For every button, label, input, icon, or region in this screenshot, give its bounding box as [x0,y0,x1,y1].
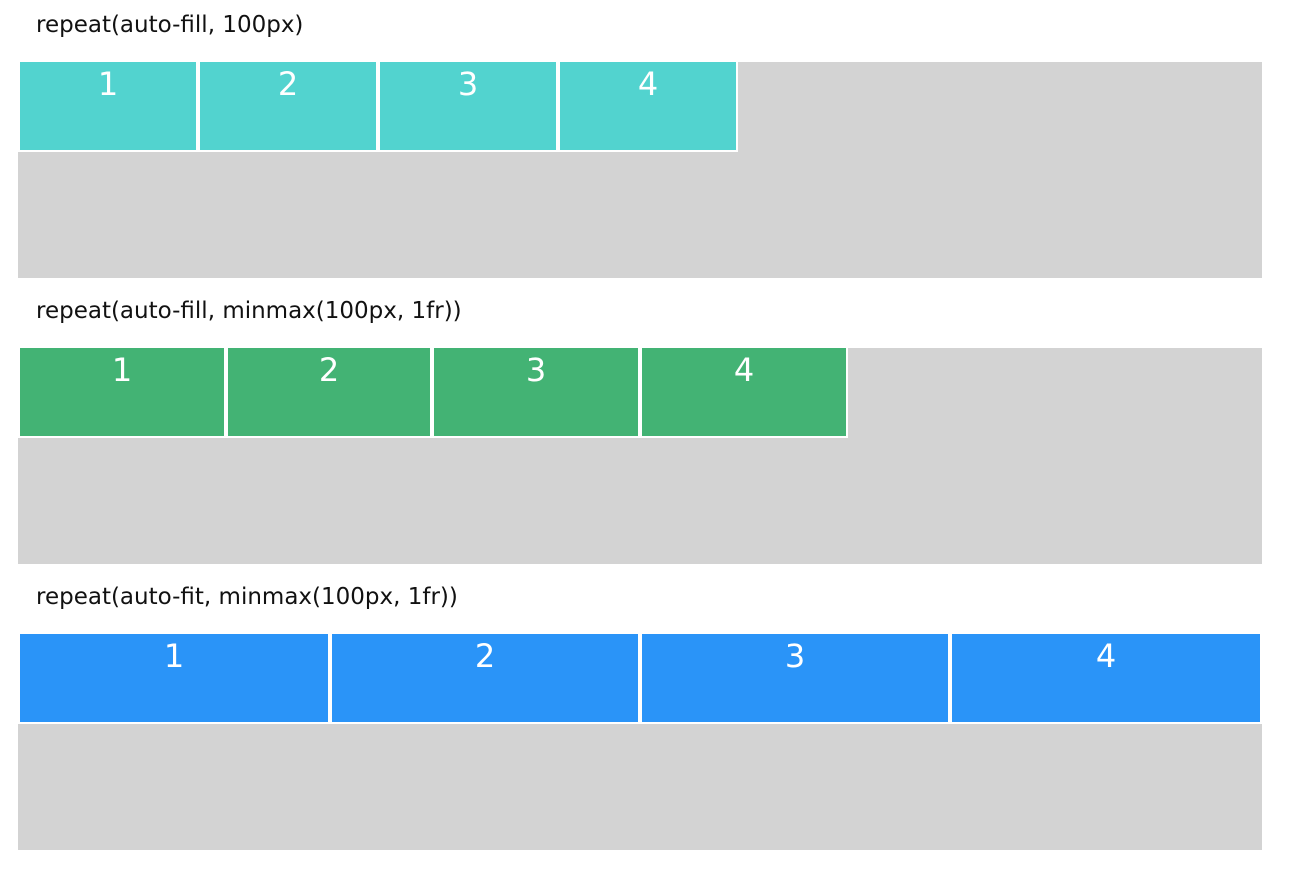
section-title-auto-fill-fixed: repeat(auto-fill, 100px) [36,12,304,38]
grid-item: 1 [18,634,330,724]
grid-item: 4 [640,348,848,438]
grid-container-auto-fill-fixed: 1 2 3 4 [18,62,1262,278]
section-title-auto-fill-minmax: repeat(auto-fill, minmax(100px, 1fr)) [36,298,462,324]
grid-item: 3 [378,62,558,152]
grid-item: 3 [640,634,950,724]
grid-container-auto-fit-minmax: 1 2 3 4 [18,634,1262,850]
section-title-auto-fit-minmax: repeat(auto-fit, minmax(100px, 1fr)) [36,584,458,610]
grid-item: 1 [18,62,198,152]
grid-item: 1 [18,348,226,438]
grid-item: 2 [226,348,432,438]
grid-container-auto-fill-minmax: 1 2 3 4 [18,348,1262,564]
grid-item: 3 [432,348,640,438]
grid-item: 2 [330,634,640,724]
grid-item: 4 [558,62,738,152]
grid-item: 4 [950,634,1262,724]
grid-item: 2 [198,62,378,152]
